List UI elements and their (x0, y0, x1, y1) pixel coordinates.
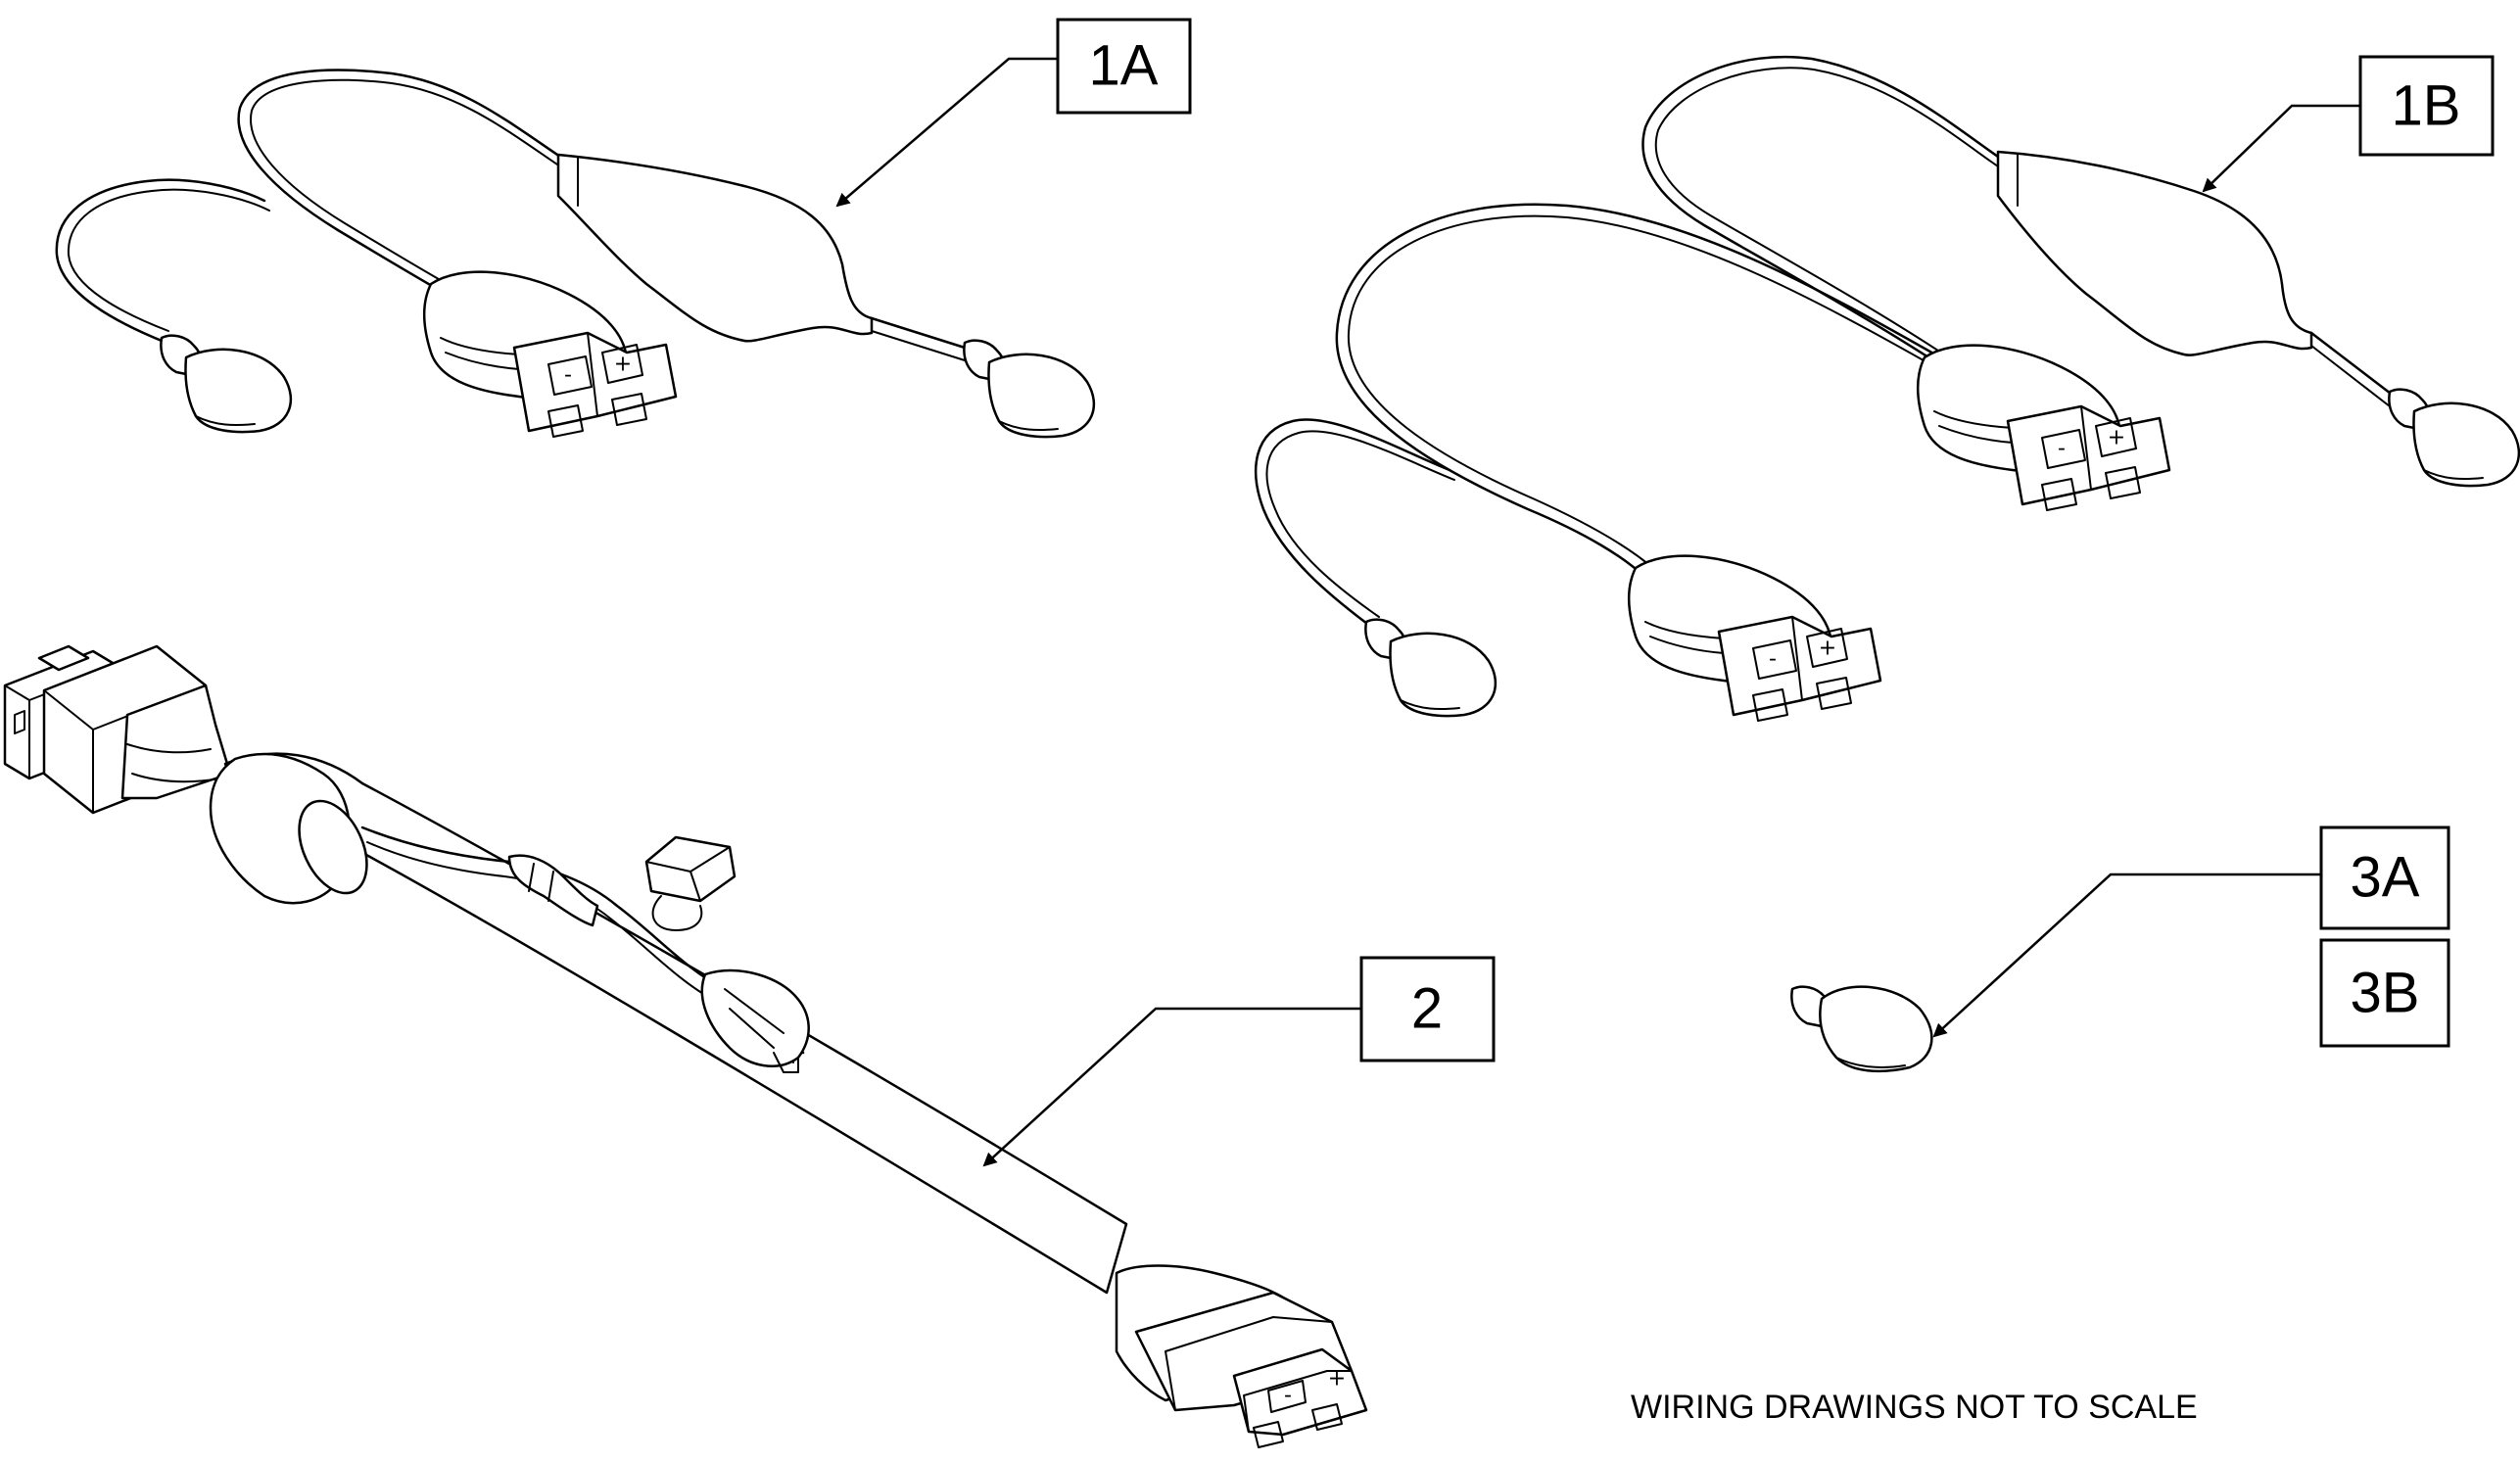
callout-box-3b (2319, 938, 2450, 1048)
minus-symbol-1a: - (564, 363, 572, 388)
plus-symbol-1a: + (614, 353, 632, 377)
minus-symbol-2: - (1284, 1384, 1292, 1408)
harness-1b: - + - + (1254, 55, 2520, 722)
harness-1a-left-cable (55, 178, 266, 345)
ring-terminal-3 (1790, 985, 1933, 1073)
callout-label-3a: 3A (2351, 846, 2420, 910)
ring-terminal-1a-left (160, 334, 293, 434)
harness-1a-right-cable (870, 316, 967, 350)
callout-label-3b: 3B (2351, 962, 2420, 1025)
minus-symbol-1b-upper: - (2058, 437, 2066, 461)
fuse-cap (644, 835, 737, 903)
harness-1a-splice (556, 153, 874, 343)
harness-2: - + (3, 644, 1368, 1448)
callout-3: 3A 3B (1932, 826, 2450, 1048)
anderson-connector-1a: - + (423, 270, 678, 438)
harness-1b-lower-cable (1254, 418, 1451, 629)
plus-symbol-1b-lower: + (1819, 637, 1836, 661)
harness-1b-middle-cable (1335, 203, 1951, 580)
harness-1a: - + (55, 69, 1096, 439)
callout-box-1a (1056, 18, 1192, 115)
harness-1a-top-cable (237, 69, 565, 296)
callout-label-1a: 1A (1089, 34, 1159, 98)
callout-box-3a (2319, 826, 2450, 930)
ring-terminal-1b-right (2388, 388, 2520, 488)
callout-2: 2 (982, 956, 1496, 1167)
ring-terminal-1b-left (1364, 618, 1498, 718)
ring-terminal-1a-right (963, 339, 1096, 439)
callout-1a: 1A (835, 18, 1192, 208)
scale-note: WIRING DRAWINGS NOT TO SCALE (1631, 1389, 2198, 1426)
harness-1b-splice (1996, 150, 2313, 356)
multi-pin-connector (3, 644, 232, 815)
callout-box-2 (1359, 956, 1496, 1062)
anderson-connector-2: - + (1115, 1264, 1368, 1448)
plus-symbol-2: + (1328, 1367, 1346, 1392)
harness-1b-top-cable (1641, 55, 2000, 366)
minus-symbol-1b-lower: - (1769, 647, 1777, 672)
callout-box-1b (2358, 55, 2495, 157)
harness-1b-right-cable (2309, 331, 2397, 399)
anderson-connector-1b-lower: - + (1628, 554, 1882, 722)
callout-label-1b: 1B (2392, 74, 2461, 138)
plus-symbol-1b-upper: + (2108, 426, 2125, 450)
anderson-connector-1b-upper: - + (1917, 344, 2171, 511)
callout-label-2: 2 (1411, 977, 1443, 1041)
callout-1b: 1B (2202, 55, 2495, 193)
